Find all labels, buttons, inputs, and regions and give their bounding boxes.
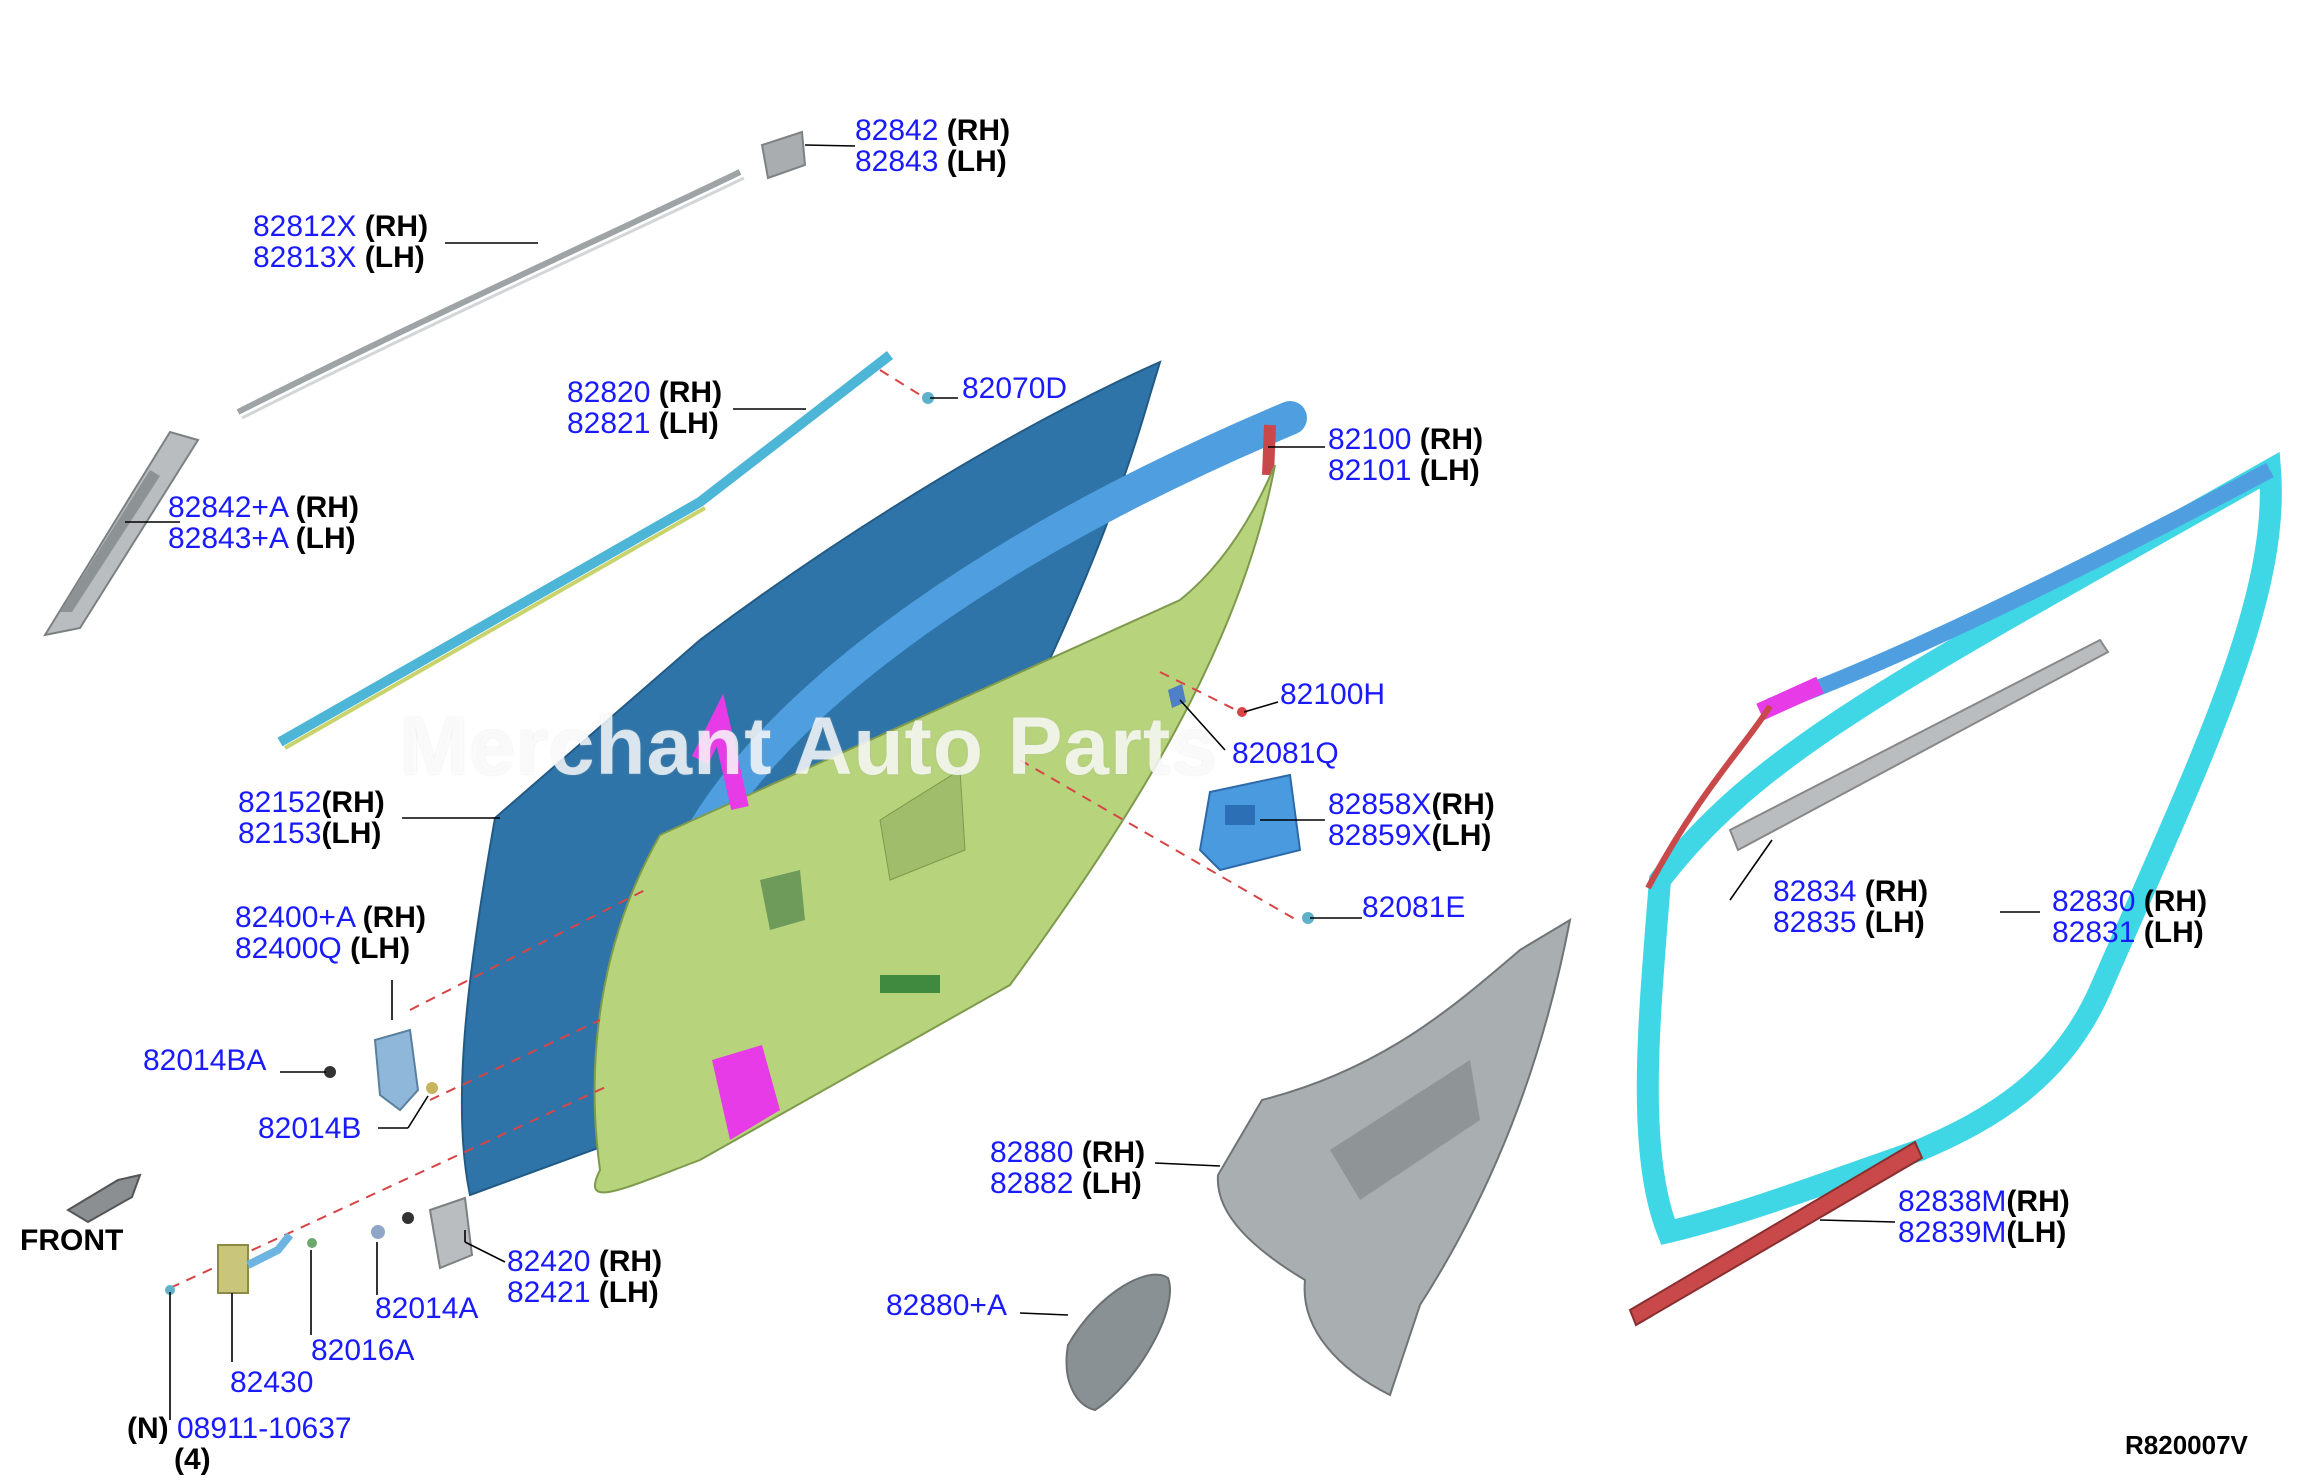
part-number-82882[interactable]: 82882 bbox=[990, 1167, 1074, 1200]
part-number-82830[interactable]: 82830 bbox=[2052, 885, 2136, 918]
part-82420-lower-hinge bbox=[371, 1196, 474, 1270]
part-number-82100[interactable]: 82100 bbox=[1328, 423, 1412, 456]
part-82842-bracket bbox=[760, 130, 807, 180]
part-number-82430[interactable]: 82430 bbox=[230, 1366, 314, 1399]
part-number-82813x[interactable]: 82813X bbox=[253, 241, 357, 274]
part-82070d-clip bbox=[922, 392, 934, 404]
part-82880a-grille bbox=[1065, 1273, 1171, 1412]
part-82400-upper-hinge bbox=[324, 1028, 438, 1112]
label-82014ba[interactable]: 82014BA bbox=[143, 1045, 266, 1076]
part-number-82839m[interactable]: 82839M bbox=[1898, 1216, 2007, 1249]
label-82834[interactable]: 82834 (RH) 82835 (LH) bbox=[1773, 875, 1929, 939]
front-arrow-icon bbox=[66, 1173, 142, 1224]
part-number-82152[interactable]: 82152 bbox=[238, 786, 322, 819]
part-number-82070d[interactable]: 82070D bbox=[962, 372, 1068, 405]
label-82880[interactable]: 82880 (RH) 82882 (LH) bbox=[990, 1136, 1146, 1200]
part-number-82880[interactable]: 82880 bbox=[990, 1136, 1074, 1169]
part-82430-door-check bbox=[217, 1232, 317, 1294]
part-number-82420[interactable]: 82420 bbox=[507, 1245, 591, 1278]
label-82812x[interactable]: 82812X (RH) 82813X (LH) bbox=[253, 210, 429, 274]
label-08911[interactable]: (N) 08911-10637 (4) bbox=[127, 1412, 352, 1476]
part-82858x-window-motor bbox=[1198, 773, 1302, 872]
part-82081e-clip bbox=[1302, 912, 1314, 924]
part-number-82400a[interactable]: 82400+A bbox=[235, 901, 355, 934]
leader-lines bbox=[125, 144, 2040, 1420]
part-number-82014ba[interactable]: 82014BA bbox=[143, 1044, 267, 1077]
label-82820[interactable]: 82820 (RH) 82821 (LH) bbox=[567, 376, 723, 440]
label-82842[interactable]: 82842 (RH) 82843 (LH) bbox=[855, 114, 1011, 178]
part-82812x-roof-moulding bbox=[236, 169, 745, 420]
part-82820-outer-belt-moulding bbox=[277, 351, 894, 750]
part-number-82843a[interactable]: 82843+A bbox=[168, 522, 288, 555]
label-82430[interactable]: 82430 bbox=[230, 1367, 313, 1398]
label-82081e[interactable]: 82081E bbox=[1362, 892, 1465, 923]
part-08911-bolt bbox=[165, 1285, 175, 1295]
label-82070d[interactable]: 82070D bbox=[962, 373, 1067, 404]
part-number-82831[interactable]: 82831 bbox=[2052, 916, 2136, 949]
part-number-82400q[interactable]: 82400Q bbox=[235, 932, 342, 965]
part-number-82843[interactable]: 82843 bbox=[855, 145, 939, 178]
label-82858x[interactable]: 82858X(RH) 82859X(LH) bbox=[1328, 788, 1495, 852]
part-number-82081e[interactable]: 82081E bbox=[1362, 891, 1466, 924]
label-82420[interactable]: 82420 (RH) 82421 (LH) bbox=[507, 1245, 663, 1309]
part-82834-inner-belt-weatherstrip bbox=[1728, 638, 2110, 852]
part-number-82820[interactable]: 82820 bbox=[567, 376, 651, 409]
part-number-82842[interactable]: 82842 bbox=[855, 114, 939, 147]
front-label: FRONT bbox=[20, 1224, 124, 1257]
label-82100[interactable]: 82100 (RH) 82101 (LH) bbox=[1328, 423, 1484, 487]
part-number-82821[interactable]: 82821 bbox=[567, 407, 651, 440]
part-number-82014b[interactable]: 82014B bbox=[258, 1112, 362, 1145]
part-number-82880a[interactable]: 82880+A bbox=[886, 1289, 1007, 1322]
part-82880-door-trim-panel bbox=[1216, 917, 1572, 1397]
part-number-82842a[interactable]: 82842+A bbox=[168, 491, 288, 524]
part-door-inner-panel bbox=[593, 464, 1276, 1194]
part-number-82101[interactable]: 82101 bbox=[1328, 454, 1412, 487]
part-number-82838m[interactable]: 82838M bbox=[1898, 1185, 2007, 1218]
part-number-82834[interactable]: 82834 bbox=[1773, 875, 1857, 908]
part-number-08911-10637[interactable]: 08911-10637 bbox=[177, 1412, 352, 1445]
part-82100h-bumper bbox=[1237, 707, 1247, 717]
part-number-82081q[interactable]: 82081Q bbox=[1232, 737, 1339, 770]
label-82880a[interactable]: 82880+A bbox=[886, 1290, 1007, 1321]
part-number-82100h[interactable]: 82100H bbox=[1280, 678, 1386, 711]
part-number-82014a[interactable]: 82014A bbox=[375, 1292, 479, 1325]
part-82100-door-sash bbox=[688, 401, 1307, 847]
label-82152[interactable]: 82152(RH) 82153(LH) bbox=[238, 786, 385, 850]
part-82842a-pillar-garnish bbox=[42, 430, 200, 637]
part-82830-door-weatherstrip bbox=[1636, 451, 2282, 1245]
label-82014b[interactable]: 82014B bbox=[258, 1113, 361, 1144]
part-number-82835[interactable]: 82835 bbox=[1773, 906, 1857, 939]
part-number-82859x[interactable]: 82859X bbox=[1328, 819, 1432, 852]
label-82014a[interactable]: 82014A bbox=[375, 1293, 478, 1324]
part-number-82153[interactable]: 82153 bbox=[238, 817, 322, 850]
part-number-82421[interactable]: 82421 bbox=[507, 1276, 591, 1309]
part-number-82812x[interactable]: 82812X bbox=[253, 210, 357, 243]
part-number-82858x[interactable]: 82858X bbox=[1328, 788, 1432, 821]
label-82081q[interactable]: 82081Q bbox=[1232, 738, 1339, 769]
label-82842a[interactable]: 82842+A (RH) 82843+A (LH) bbox=[168, 491, 359, 555]
diagram-code: R820007V bbox=[2125, 1430, 2248, 1460]
part-82838m-sill-moulding bbox=[1628, 1140, 1924, 1327]
label-82400[interactable]: 82400+A (RH) 82400Q (LH) bbox=[235, 901, 426, 965]
label-82830[interactable]: 82830 (RH) 82831 (LH) bbox=[2052, 885, 2208, 949]
label-82016a[interactable]: 82016A bbox=[311, 1335, 414, 1366]
label-82100h[interactable]: 82100H bbox=[1280, 679, 1385, 710]
part-number-82016a[interactable]: 82016A bbox=[311, 1334, 415, 1367]
label-82838m[interactable]: 82838M(RH) 82839M(LH) bbox=[1898, 1185, 2070, 1249]
